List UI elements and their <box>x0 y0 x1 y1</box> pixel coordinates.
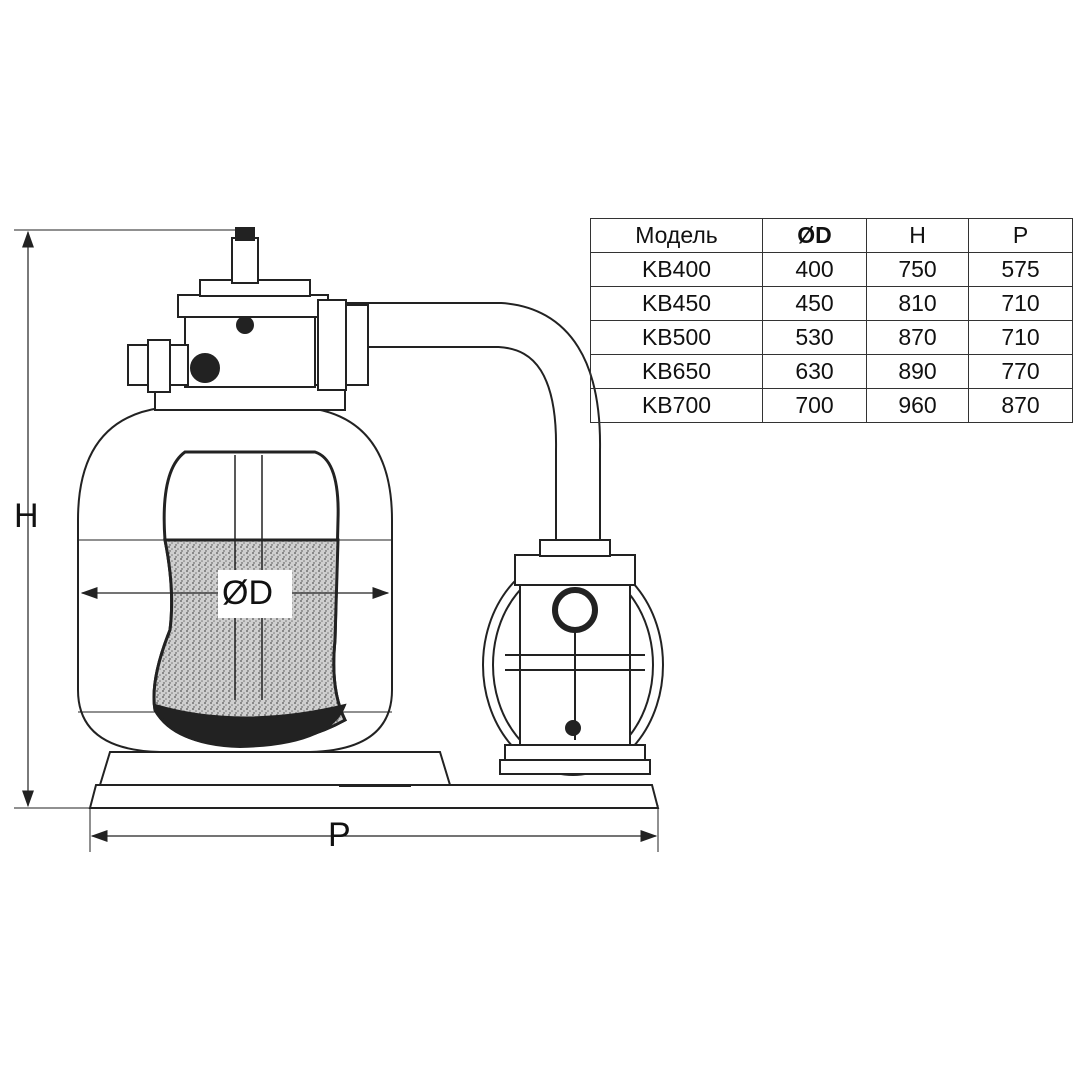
cell-height: 890 <box>866 354 969 389</box>
height-label: H <box>14 497 39 535</box>
cell-length: 710 <box>968 320 1073 355</box>
pump <box>482 539 664 776</box>
cell-height: 810 <box>866 286 969 321</box>
table-row: KB450 450 810 710 <box>590 286 1073 321</box>
cell-diameter: 400 <box>762 252 867 287</box>
cell-length: 575 <box>968 252 1073 287</box>
cell-model: KB450 <box>590 286 763 321</box>
tank-stand <box>98 751 452 786</box>
table-row: KB700 700 960 870 <box>590 388 1073 423</box>
table-row: KB650 630 890 770 <box>590 354 1073 389</box>
cell-length: 870 <box>968 388 1073 423</box>
header-length: P <box>968 218 1073 253</box>
cell-length: 710 <box>968 286 1073 321</box>
model-spec-table: Модель ØD H P KB400 400 750 575 KB450 45… <box>590 218 1073 423</box>
header-diameter: ØD <box>762 218 867 253</box>
cell-height: 960 <box>866 388 969 423</box>
cell-diameter: 630 <box>762 354 867 389</box>
table-row: KB400 400 750 575 <box>590 252 1073 287</box>
multiport-valve <box>127 227 369 411</box>
height-dimension-line <box>14 229 240 809</box>
cell-diameter: 700 <box>762 388 867 423</box>
header-model: Модель <box>590 218 763 253</box>
header-height: H <box>866 218 969 253</box>
length-dimension-line <box>89 805 659 852</box>
cell-model: KB650 <box>590 354 763 389</box>
diameter-label: ØD <box>222 574 273 612</box>
cell-height: 870 <box>866 320 969 355</box>
base-plate <box>88 784 660 809</box>
cell-diameter: 530 <box>762 320 867 355</box>
cell-model: KB700 <box>590 388 763 423</box>
table-header-row: Модель ØD H P <box>590 218 1073 253</box>
length-label: P <box>328 816 351 854</box>
cell-diameter: 450 <box>762 286 867 321</box>
cell-length: 770 <box>968 354 1073 389</box>
cell-model: KB400 <box>590 252 763 287</box>
cell-model: KB500 <box>590 320 763 355</box>
cell-height: 750 <box>866 252 969 287</box>
table-row: KB500 530 870 710 <box>590 320 1073 355</box>
